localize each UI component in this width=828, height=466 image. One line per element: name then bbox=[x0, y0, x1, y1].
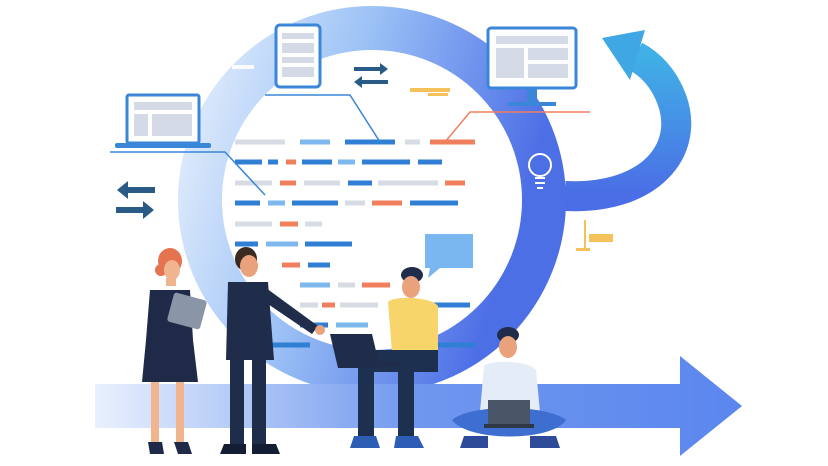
forward-arrow bbox=[95, 356, 742, 456]
tablet-icon bbox=[274, 23, 322, 89]
man-in-suit bbox=[220, 247, 325, 454]
lightbulb-icon bbox=[528, 153, 552, 189]
woman-with-tablet bbox=[142, 248, 207, 454]
document-icon bbox=[576, 220, 613, 251]
man-sitting-cross-legged bbox=[452, 327, 566, 448]
chat-bubble-icon bbox=[425, 234, 473, 278]
exchange-arrows-icon bbox=[116, 181, 155, 219]
circular-arrow-icon bbox=[564, 30, 692, 212]
connector-lines bbox=[110, 94, 590, 196]
laptop-icon bbox=[115, 93, 211, 148]
accent-dashes bbox=[232, 65, 450, 96]
man-with-laptop bbox=[330, 267, 438, 448]
monitor-icon bbox=[486, 26, 578, 106]
exchange-arrows-icon bbox=[354, 63, 388, 88]
